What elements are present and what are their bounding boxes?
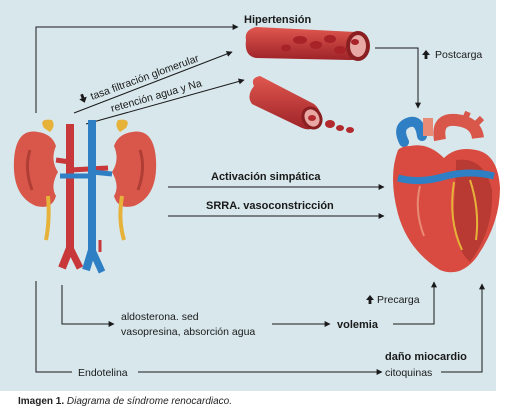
arrow-hipertension: [35, 24, 239, 113]
label-volemia: volemia: [337, 319, 379, 331]
label-citoquinas: citoquinas: [385, 367, 432, 379]
heart-illustration: [393, 110, 500, 273]
arrow-postcarga: [375, 47, 421, 109]
label-activacion: Activación simpática: [211, 171, 321, 183]
label-aldosterona: aldosterona. sed: [121, 311, 199, 323]
kidneys-illustration: [13, 119, 157, 274]
connector-arrows: [35, 24, 485, 375]
up-arrow-precarga-icon: [366, 295, 374, 304]
up-arrow-postcarga-icon: [422, 50, 430, 59]
label-postcarga: Postcarga: [435, 49, 482, 61]
label-srra: SRRA. vasoconstricción: [206, 200, 334, 212]
label-dano-miocardio: daño miocardio: [385, 351, 467, 363]
blood-vessel-blood-flow: [249, 76, 354, 133]
arrow-citoquinas: [441, 283, 485, 373]
label-hipertension: Hipertensión: [244, 14, 312, 26]
arrow-aldosterona: [61, 285, 115, 327]
label-precarga: Precarga: [377, 294, 420, 306]
blood-vessel-hypertension: [245, 27, 370, 61]
arrow-endotelina: [35, 281, 72, 373]
figure-caption: Imagen 1. Diagrama de síndrome renocardi…: [18, 396, 232, 407]
arrow-retencion: [85, 78, 245, 125]
label-vasopresina: vasopresina, absorción agua: [121, 326, 255, 338]
down-arrow-tasa-icon: [79, 93, 87, 103]
caption-label: Imagen 1.: [18, 396, 65, 407]
caption-text: Diagrama de síndrome renocardiaco.: [66, 396, 233, 407]
arrow-precarga: [393, 281, 437, 325]
label-endotelina: Endotelina: [78, 367, 128, 379]
arrow-tasa-filtracion: [73, 51, 233, 114]
